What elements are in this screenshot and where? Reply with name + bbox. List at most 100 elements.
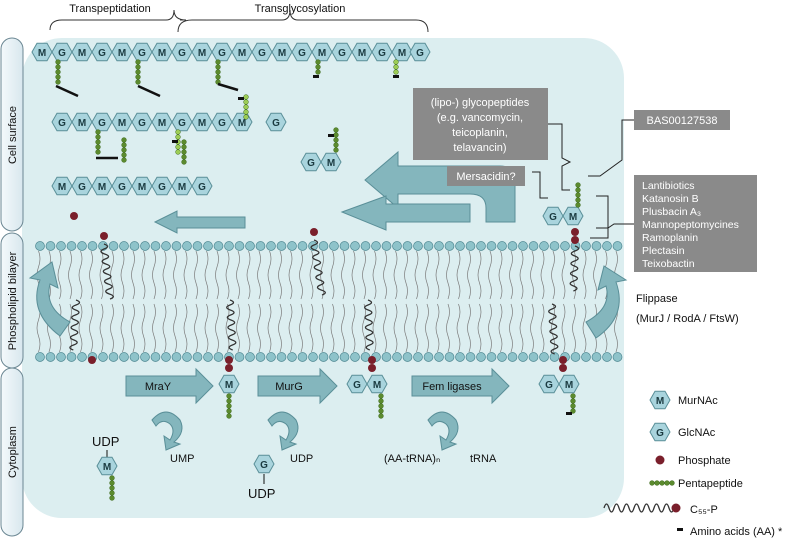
legend-amino-acids-label: Amino acids (AA) *: [690, 526, 783, 538]
lipid-head-outer: [444, 241, 455, 251]
amino-acid-bead: [55, 69, 61, 75]
lipid-head-inner: [150, 352, 161, 362]
lipid-head-outer: [476, 241, 486, 251]
c55p-lipid-carrier: [569, 245, 580, 292]
amino-acid-bead: [55, 74, 61, 80]
murnac-sugar-letter: M: [318, 48, 326, 59]
lipid-head-inner: [381, 352, 392, 362]
glcnac-sugar-letter: G: [260, 460, 268, 471]
mersacidin-box: Mersacidin?: [447, 166, 525, 186]
murnac-sugar: M: [558, 374, 580, 394]
lipid-head-inner: [570, 352, 581, 362]
lipid-tail: [89, 250, 93, 300]
transpeptidation-bracket-right: [173, 9, 187, 21]
murnac-sugar-letter: M: [178, 182, 186, 193]
lipid-tail: [278, 250, 282, 300]
lipid-tail: [320, 303, 324, 353]
murnac-sugar: M: [51, 176, 73, 196]
lipid-head-inner: [56, 352, 66, 362]
amino-acid-bead: [243, 114, 249, 120]
murnac-sugar-hex: [31, 42, 53, 62]
murnac-sugar-hex: [191, 112, 213, 132]
mray-label: MraY: [145, 381, 172, 393]
glycopeptides-line-4: telavancin): [453, 142, 506, 154]
glcnac-sugar-letter: G: [218, 118, 226, 129]
glcnac-sugar: G: [211, 42, 233, 62]
amino-acid-bead: [95, 129, 101, 135]
lipid-head-outer: [297, 241, 308, 251]
amino-acid-bead: [55, 79, 61, 85]
amino-acid-bead: [378, 403, 384, 409]
glcnac-sugar-hex: [211, 112, 233, 132]
udp-top-label: UDP: [92, 434, 119, 449]
lipid-tail: [593, 250, 597, 300]
lipid-tail: [131, 250, 135, 300]
murnac-sugar-letter: M: [373, 380, 381, 391]
glcnac-sugar: G: [251, 42, 273, 62]
glcnac-sugar: G: [538, 374, 560, 394]
murnac-sugar: M: [71, 112, 93, 132]
lipid-head-outer: [329, 241, 339, 251]
lipid-head-outer: [119, 241, 129, 251]
amino-acid-bead: [664, 480, 670, 486]
amino-acid-bead: [181, 149, 187, 155]
murg-label: MurG: [275, 381, 303, 393]
lipid-tail: [173, 303, 177, 353]
lipid-head-inner: [581, 352, 591, 362]
murnac-sugar-hex: [51, 176, 73, 196]
lipid-head-inner: [444, 352, 455, 362]
lipid-tail: [372, 250, 377, 300]
lipid-tail: [456, 250, 461, 300]
amino-acid-bead: [135, 59, 141, 65]
lipid-tail: [183, 303, 188, 353]
lipid-head-inner: [392, 352, 402, 362]
murnac-sugar: M: [151, 42, 173, 62]
phosphate-dot: [368, 356, 376, 364]
stem-peptide: [55, 59, 61, 85]
glcnac-sugar: G: [171, 42, 193, 62]
glcnac-sugar-letter: G: [218, 48, 226, 59]
amino-acid-bead: [95, 149, 101, 155]
murnac-sugar: M: [31, 42, 53, 62]
bas-box: BAS00127538: [634, 110, 730, 130]
murnac-sugar-hex: [366, 374, 388, 394]
amino-acid-bead: [175, 144, 181, 150]
legend-amino-acid-icon: [677, 528, 683, 531]
lipid-head-inner: [591, 352, 602, 362]
murnac-sugar-letter: M: [398, 48, 406, 59]
glcnac-sugar-letter: G: [118, 182, 126, 193]
aa-trna-label: (AA-tRNA)ₙ: [384, 453, 440, 465]
lipid-tail: [110, 303, 114, 353]
lipid-tail: [477, 250, 482, 300]
glcnac-sugar-hex: [131, 112, 153, 132]
glcnac-sugar-letter: G: [307, 158, 315, 169]
lipid-tail: [425, 250, 429, 300]
legend-c55p-phosphate: [671, 503, 681, 513]
murnac-sugar-hex: [71, 42, 93, 62]
lipid-head-inner: [486, 352, 497, 362]
murnac-sugar-hex: [91, 176, 113, 196]
lipid-head-outer: [45, 241, 56, 251]
glcnac-sugar: G: [253, 454, 275, 474]
glcnac-sugar: G: [51, 42, 73, 62]
glcnac-sugar: G: [409, 42, 431, 62]
murnac-sugar-letter: M: [158, 48, 166, 59]
transpeptidation-bracket: [49, 9, 175, 31]
lipid-head-outer: [423, 241, 434, 251]
murnac-sugar: M: [71, 42, 93, 62]
bilayer-label: Phospholipid bilayer: [7, 251, 19, 350]
lipid-head-inner: [171, 352, 182, 362]
glcnac-sugar: G: [131, 42, 153, 62]
lipid-head-outer: [371, 241, 381, 251]
lipid-tail: [530, 250, 534, 300]
glcnac-sugar-hex: [151, 176, 173, 196]
glycopeptides-box: (lipo-) glycopeptides (e.g. vancomycin, …: [413, 88, 548, 160]
glcnac-sugar-hex: [91, 42, 113, 62]
lipid-head-outer: [549, 241, 560, 251]
lipid-tail: [309, 303, 314, 353]
flippase-title: Flippase: [636, 293, 678, 305]
amino-acid-bead: [575, 187, 581, 193]
glcnac-sugar: G: [346, 374, 368, 394]
murnac-sugar-letter: M: [198, 118, 206, 129]
glcnac-sugar-hex: [91, 112, 113, 132]
